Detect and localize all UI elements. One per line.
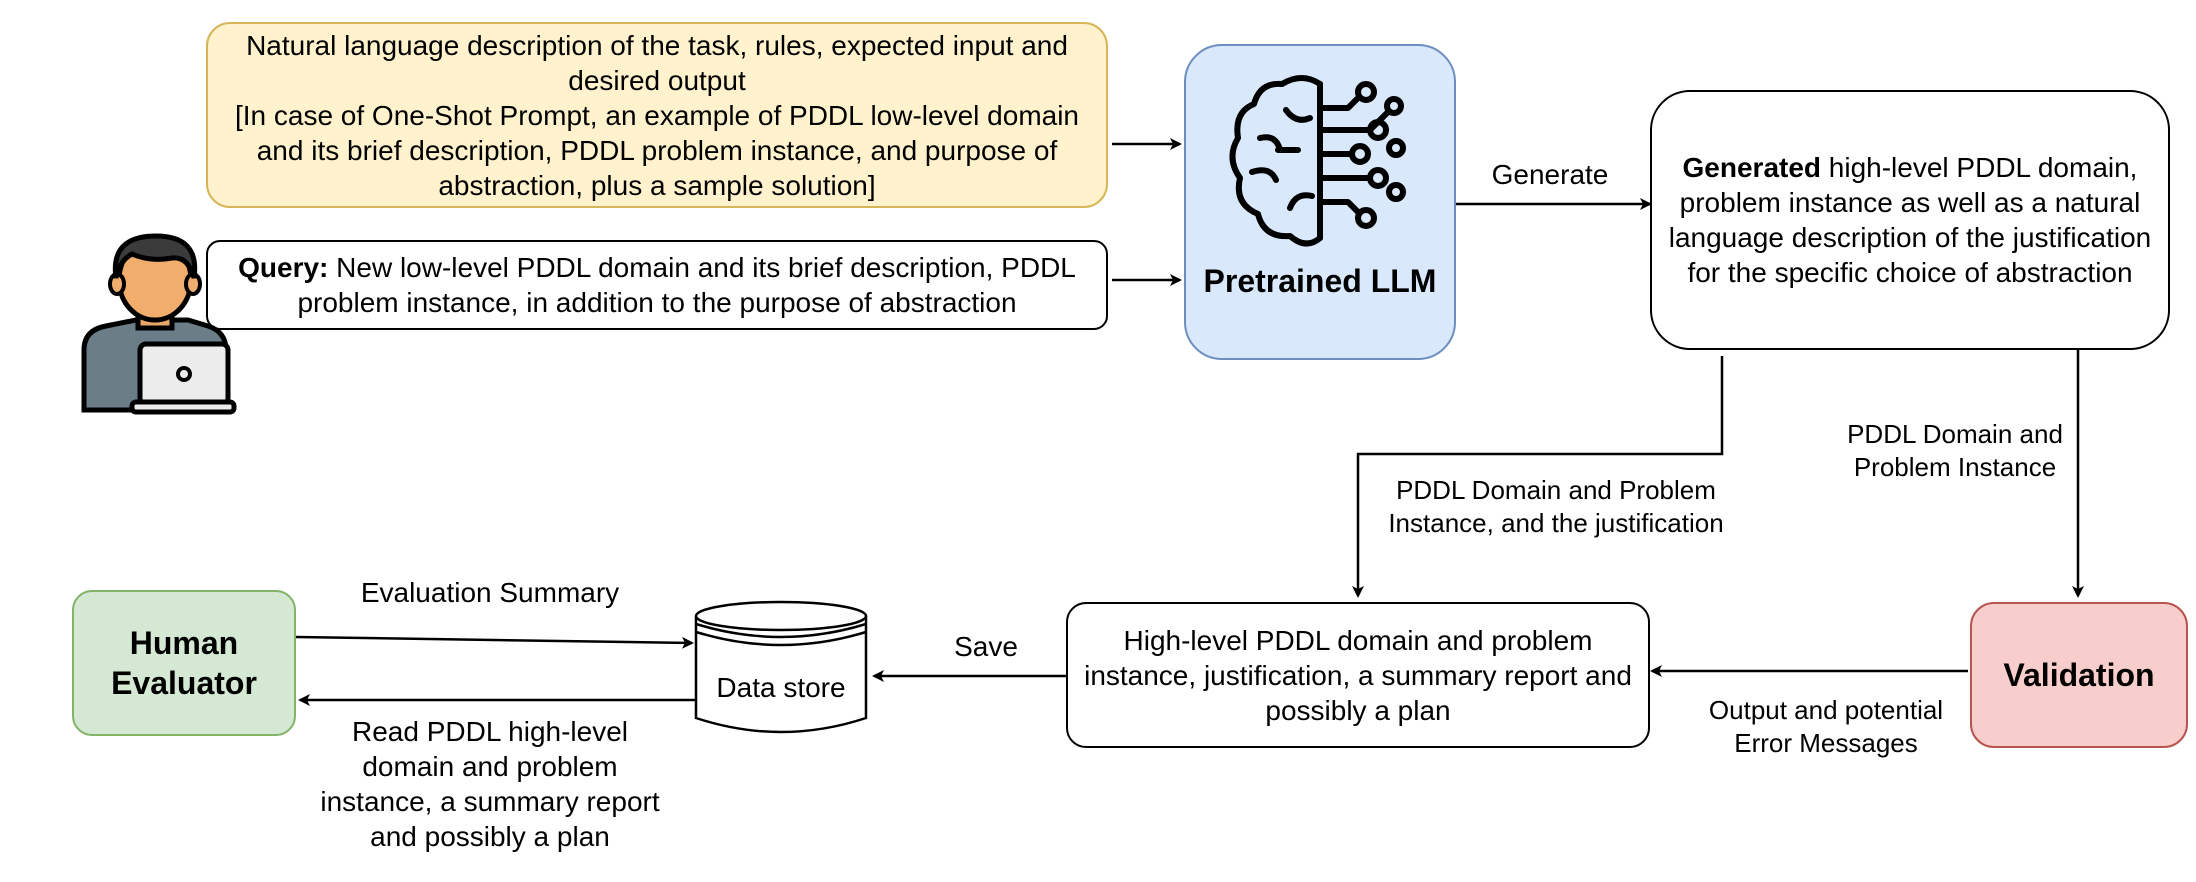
query-bold-label: Query: xyxy=(238,252,329,283)
generated-line-4: for the specific choice of abstraction xyxy=(1687,257,2133,288)
generated-output-box: Generated high-level PDDL domain, proble… xyxy=(1650,90,2170,350)
prompt-line-3: [In case of One-Shot Prompt, an example … xyxy=(234,99,1080,131)
brain-circuit-icon xyxy=(1229,75,1406,247)
prompt-description-box: Natural language description of the task… xyxy=(206,22,1108,208)
to-validation-line-2: Problem Instance xyxy=(1853,452,2057,482)
query-box: Query: New low-level PDDL domain and its… xyxy=(206,240,1108,330)
to-validation-line-1: PDDL Domain and xyxy=(1847,419,2063,449)
pretrained-llm-node: Pretrained LLM xyxy=(1184,44,1456,360)
highlevel-line-1: High-level PDDL domain and problem xyxy=(1123,624,1593,656)
generated-text-1: high-level PDDL domain, xyxy=(1821,152,2138,183)
generated-line-3: language description of the justificatio… xyxy=(1668,222,2152,253)
arrow-human-to-datastore xyxy=(295,635,694,649)
read-line-4: and possibly a plan xyxy=(370,821,610,852)
edge-label-generate: Generate xyxy=(1491,159,1609,190)
user-laptop-icon xyxy=(81,233,237,415)
query-text-1: New low-level PDDL domain and its brief … xyxy=(328,252,1076,283)
data-store-node: Data store xyxy=(694,600,868,736)
generated-line-2: problem instance as well as a natural xyxy=(1679,187,2141,218)
read-line-2: domain and problem xyxy=(362,751,618,782)
generated-bold-label: Generated xyxy=(1682,152,1822,183)
high-level-result-box: High-level PDDL domain and problem insta… xyxy=(1066,602,1650,748)
highlevel-line-3: possibly a plan xyxy=(1265,694,1451,726)
prompt-line-2: desired output xyxy=(568,64,746,96)
llm-label: Pretrained LLM xyxy=(1203,263,1437,299)
arrow-generated-to-highlevel xyxy=(1352,356,1724,598)
output-line-2: Error Messages xyxy=(1734,728,1918,758)
prompt-line-5: abstraction, plus a sample solution] xyxy=(438,169,876,201)
prompt-line-4: and its brief description, PDDL problem … xyxy=(256,134,1058,166)
read-line-3: instance, a summary report xyxy=(320,786,660,817)
edge-label-output: Output and potential Error Messages xyxy=(1676,694,1976,760)
prompt-line-1: Natural language description of the task… xyxy=(246,29,1068,61)
to-highlevel-line-2: Instance, and the justification xyxy=(1388,508,1724,538)
generated-line-1: Generated high-level PDDL domain, xyxy=(1683,150,2138,185)
edge-label-evaluation-summary: Evaluation Summary xyxy=(360,577,620,608)
highlevel-line-2: instance, justification, a summary repor… xyxy=(1084,659,1632,691)
output-line-1: Output and potential xyxy=(1708,695,1944,725)
datastore-label: Data store xyxy=(716,672,846,703)
human-line-1: Human xyxy=(129,625,239,661)
validation-label: Validation xyxy=(2003,656,2155,693)
validation-node: Validation xyxy=(1970,602,2188,748)
query-line-2: problem instance, in addition to the pur… xyxy=(297,287,1017,318)
query-line-1: Query: New low-level PDDL domain and its… xyxy=(238,250,1076,285)
edge-label-to-validation: PDDL Domain and Problem Instance xyxy=(1830,418,2080,484)
to-highlevel-line-1: PDDL Domain and Problem xyxy=(1396,475,1716,505)
human-line-2: Evaluator xyxy=(111,665,257,701)
database-icon xyxy=(694,600,868,734)
edge-label-to-highlevel: PDDL Domain and Problem Instance, and th… xyxy=(1366,474,1746,540)
edge-label-save: Save xyxy=(954,631,1018,662)
edge-label-read: Read PDDL high-level domain and problem … xyxy=(300,714,680,854)
read-line-1: Read PDDL high-level xyxy=(352,716,628,747)
human-evaluator-node: Human Evaluator xyxy=(72,590,296,736)
